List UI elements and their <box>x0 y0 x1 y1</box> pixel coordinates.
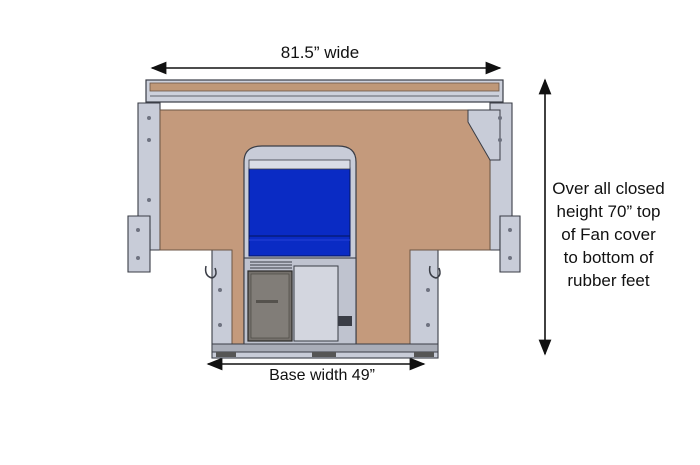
left-side-flange <box>127 215 151 273</box>
base-width-label: Base width 49” <box>269 367 375 384</box>
frame-bolts <box>136 116 512 327</box>
overall-height-label: Over all closed height 70” top of Fan co… <box>546 177 671 292</box>
height-label-line: to bottom of <box>563 248 654 267</box>
right-hook <box>428 265 441 279</box>
overall-width-label: 81.5” wide <box>280 43 360 62</box>
base-rail <box>211 343 439 353</box>
cushion-back <box>248 167 351 239</box>
height-label-line: of Fan cover <box>561 225 656 244</box>
height-label-line: rubber feet <box>567 271 650 290</box>
left-hook <box>204 265 217 279</box>
height-label-line: height 70” top <box>556 202 661 221</box>
right-side-flange <box>499 215 521 273</box>
roof-lid <box>149 82 500 92</box>
cushion-seat <box>248 235 351 257</box>
left-foot <box>216 352 236 357</box>
center-foot <box>312 352 336 357</box>
right-foot <box>414 352 434 357</box>
vent-grille <box>250 261 292 269</box>
side-compartment <box>293 265 339 342</box>
corner-bracket <box>467 109 501 161</box>
door-latch <box>256 300 278 303</box>
camper-body <box>127 79 521 359</box>
height-label-line: Over all closed <box>552 179 665 198</box>
